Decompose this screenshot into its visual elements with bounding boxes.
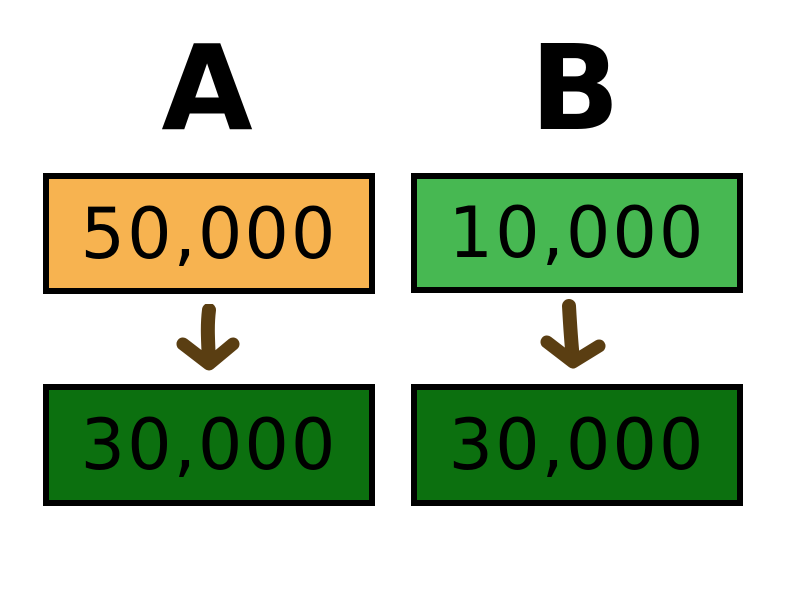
value-text-a-before: 50,000: [80, 192, 338, 275]
column-b: B 10,000 30,000: [411, 0, 743, 600]
column-label-a: A: [161, 19, 253, 157]
value-text-b-before: 10,000: [448, 192, 706, 274]
value-box-b-before: 10,000: [411, 173, 743, 293]
value-text-a-after: 30,000: [80, 404, 338, 486]
value-text-b-after: 30,000: [448, 404, 706, 486]
value-box-a-before: 50,000: [43, 173, 375, 294]
arrow-down-icon: [176, 304, 240, 371]
value-box-b-after: 30,000: [411, 384, 743, 506]
column-label-b: B: [530, 19, 620, 157]
value-box-a-after: 30,000: [43, 384, 375, 506]
arrow-down-icon: [540, 299, 606, 369]
column-a: A 50,000 30,000: [43, 0, 375, 600]
